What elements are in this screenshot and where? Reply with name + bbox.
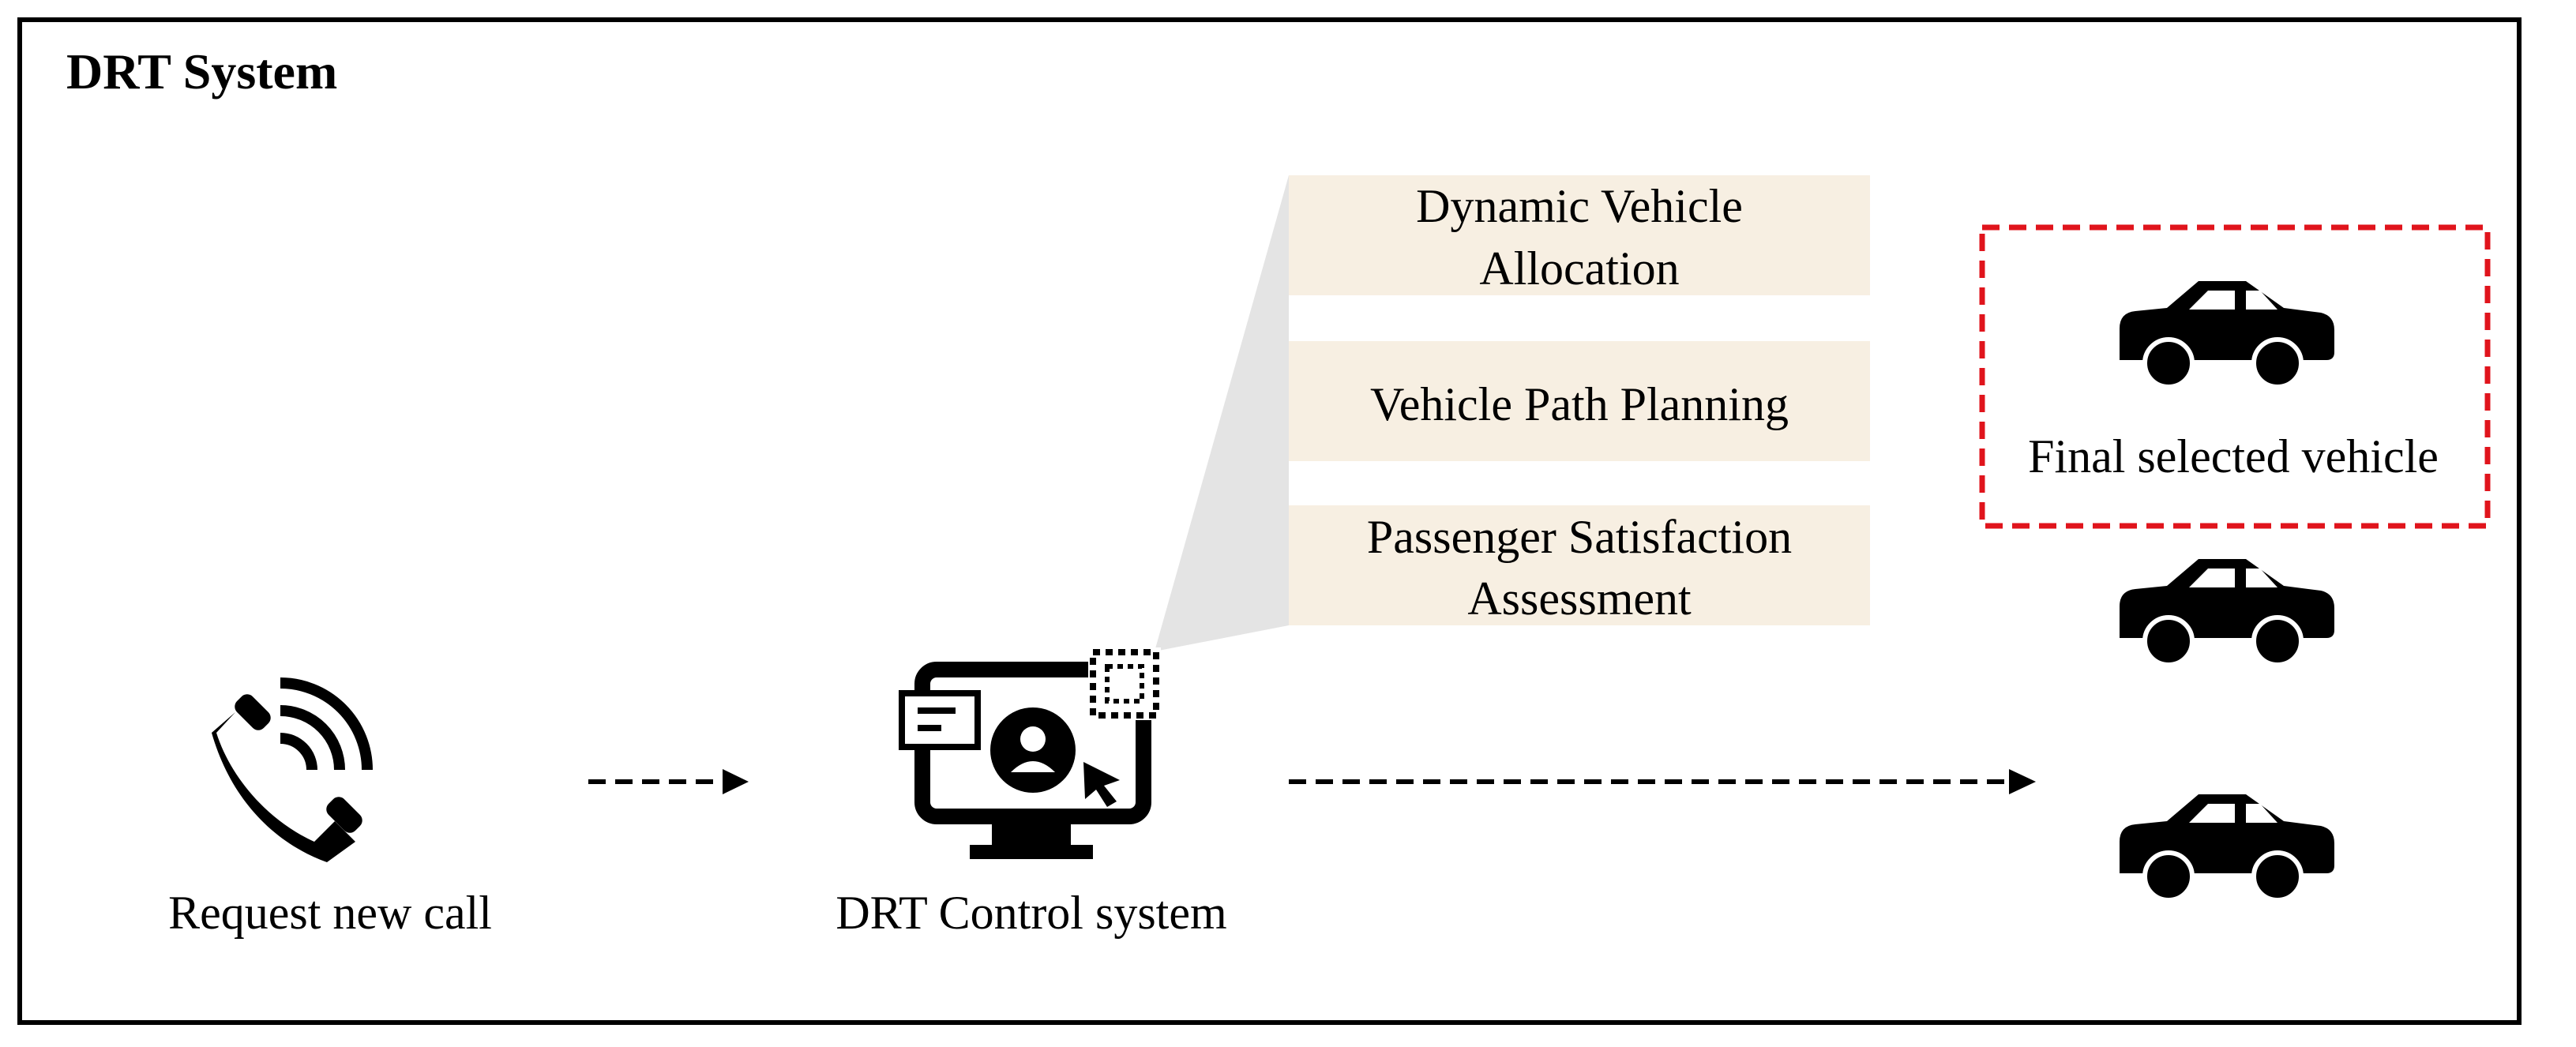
function-allocation-line2: Allocation [1479, 242, 1679, 295]
function-box-path-planning [1289, 341, 1870, 461]
car-icon-2 [2120, 559, 2334, 665]
function-box-satisfaction [1289, 505, 1870, 625]
function-satisfaction-line2: Assessment [1467, 572, 1692, 625]
car-icon-3 [2120, 794, 2334, 900]
final-selection-label: Final selected vehicle [2028, 430, 2439, 482]
monitor-user-icon [899, 647, 1161, 859]
zoom-callout [1155, 175, 1289, 651]
function-allocation-line1: Dynamic Vehicle [1416, 180, 1743, 232]
arrowhead-control-to-vehicles [2009, 769, 2036, 794]
function-path-planning-label: Vehicle Path Planning [1370, 378, 1789, 430]
car-icon-selected [2120, 281, 2334, 387]
diagram-title: DRT System [66, 43, 337, 99]
final-selection-box [1979, 224, 2491, 529]
request-label: Request new call [168, 887, 492, 939]
arrowhead-request-to-control [723, 769, 749, 794]
control-label: DRT Control system [836, 887, 1226, 939]
phone-ringing-icon [212, 677, 373, 862]
function-box-allocation [1289, 175, 1870, 295]
function-satisfaction-line1: Passenger Satisfaction [1367, 511, 1792, 563]
outer-frame [17, 17, 2522, 1025]
